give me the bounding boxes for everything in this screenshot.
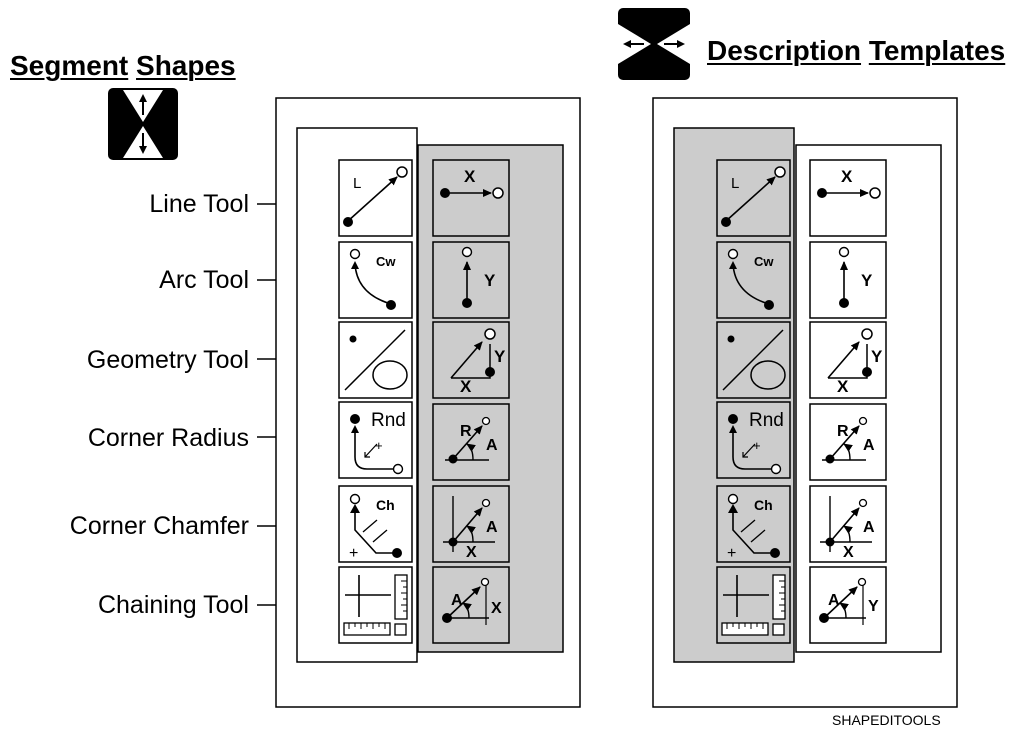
- line-tool-button[interactable]: L: [338, 159, 413, 237]
- right-arc-tool-letters: Cw: [754, 254, 774, 269]
- left-palette: [275, 97, 581, 708]
- right-chaining-tool-button[interactable]: [716, 566, 791, 644]
- right-template-ay-button[interactable]: A Y: [809, 566, 887, 644]
- right-corner-chamfer-button[interactable]: Ch +: [716, 485, 791, 563]
- right-template-xy-y: Y: [871, 347, 883, 366]
- right-template-ra-button[interactable]: R A: [809, 403, 887, 481]
- arc-tool-letters: Cw: [376, 254, 396, 269]
- right-template-ax-x: X: [843, 544, 854, 561]
- right-template-x-letter: X: [841, 167, 853, 186]
- vertical-arrows-toggle-icon[interactable]: [104, 86, 182, 162]
- segment-shapes-heading: Segment Shapes: [10, 50, 236, 82]
- label-line-tool: Line Tool: [149, 190, 249, 218]
- heading-word-description: Description: [707, 35, 862, 66]
- right-template-y-button[interactable]: Y: [809, 241, 887, 319]
- right-corner-chamfer-letters: Ch: [754, 497, 773, 513]
- left-template-ax-x: X: [466, 544, 477, 561]
- left-template-xy-button[interactable]: Y X: [432, 321, 510, 399]
- right-line-tool-letter: L: [731, 175, 739, 192]
- left-template-ra-a: A: [486, 437, 498, 454]
- left-template-ax2-x: X: [491, 600, 502, 617]
- label-geometry-tool: Geometry Tool: [86, 346, 249, 374]
- right-arc-tool-button[interactable]: Cw: [716, 241, 791, 319]
- label-arc-tool: Arc Tool: [159, 266, 249, 294]
- heading-word-shapes: Shapes: [136, 50, 236, 81]
- corner-radius-button[interactable]: Rnd +: [338, 401, 413, 479]
- heading-word-segment: Segment: [10, 50, 129, 81]
- left-template-xy-y: Y: [494, 347, 506, 366]
- geometry-tool-button[interactable]: [338, 321, 413, 399]
- horizontal-arrows-toggle-icon[interactable]: [614, 6, 694, 82]
- left-template-ax2-a: A: [451, 592, 463, 609]
- label-corner-radius: Corner Radius: [87, 424, 249, 452]
- left-template-x-button[interactable]: X: [432, 159, 510, 237]
- right-template-ax-a: A: [863, 519, 875, 536]
- figure-tag: SHAPEDITOOLS: [832, 712, 941, 728]
- svg-text:+: +: [349, 545, 358, 562]
- right-template-ra-a: A: [863, 437, 875, 454]
- left-template-ax-button[interactable]: A X: [432, 485, 510, 563]
- left-template-x-letter: X: [464, 167, 476, 186]
- right-template-ay-y: Y: [868, 598, 879, 615]
- heading-word-templates: Templates: [868, 35, 1006, 66]
- left-template-ra-button[interactable]: R A: [432, 403, 510, 481]
- right-template-ay-a: A: [828, 592, 840, 609]
- right-geometry-tool-button[interactable]: [716, 321, 791, 399]
- chaining-tool-button[interactable]: [338, 566, 413, 644]
- left-template-ax2-button[interactable]: A X: [432, 566, 510, 644]
- left-template-xy-x: X: [460, 377, 472, 396]
- svg-text:+: +: [753, 438, 761, 453]
- right-template-y-letter: Y: [861, 271, 873, 290]
- label-corner-chamfer: Corner Chamfer: [69, 512, 249, 540]
- svg-text:+: +: [375, 438, 383, 453]
- description-templates-heading: Description Templates: [707, 35, 1005, 67]
- right-template-ax-button[interactable]: A X: [809, 485, 887, 563]
- corner-chamfer-letters: Ch: [376, 497, 395, 513]
- left-template-y-button[interactable]: Y: [432, 241, 510, 319]
- left-template-ax-a: A: [486, 519, 498, 536]
- left-template-y-letter: Y: [484, 271, 496, 290]
- label-chaining-tool: Chaining Tool: [97, 591, 249, 619]
- corner-chamfer-button[interactable]: Ch +: [338, 485, 413, 563]
- right-template-xy-button[interactable]: Y X: [809, 321, 887, 399]
- right-line-tool-button[interactable]: L: [716, 159, 791, 237]
- corner-radius-letters: Rnd: [371, 410, 406, 431]
- right-corner-radius-letters: Rnd: [749, 410, 784, 431]
- right-corner-radius-button[interactable]: Rnd +: [716, 401, 791, 479]
- left-template-ra-r: R: [460, 423, 472, 440]
- svg-text:+: +: [727, 545, 736, 562]
- right-palette: [652, 97, 958, 708]
- right-template-xy-x: X: [837, 377, 849, 396]
- right-template-x-button[interactable]: X: [809, 159, 887, 237]
- right-template-ra-r: R: [837, 423, 849, 440]
- arc-tool-button[interactable]: Cw: [338, 241, 413, 319]
- line-tool-letter: L: [353, 175, 361, 192]
